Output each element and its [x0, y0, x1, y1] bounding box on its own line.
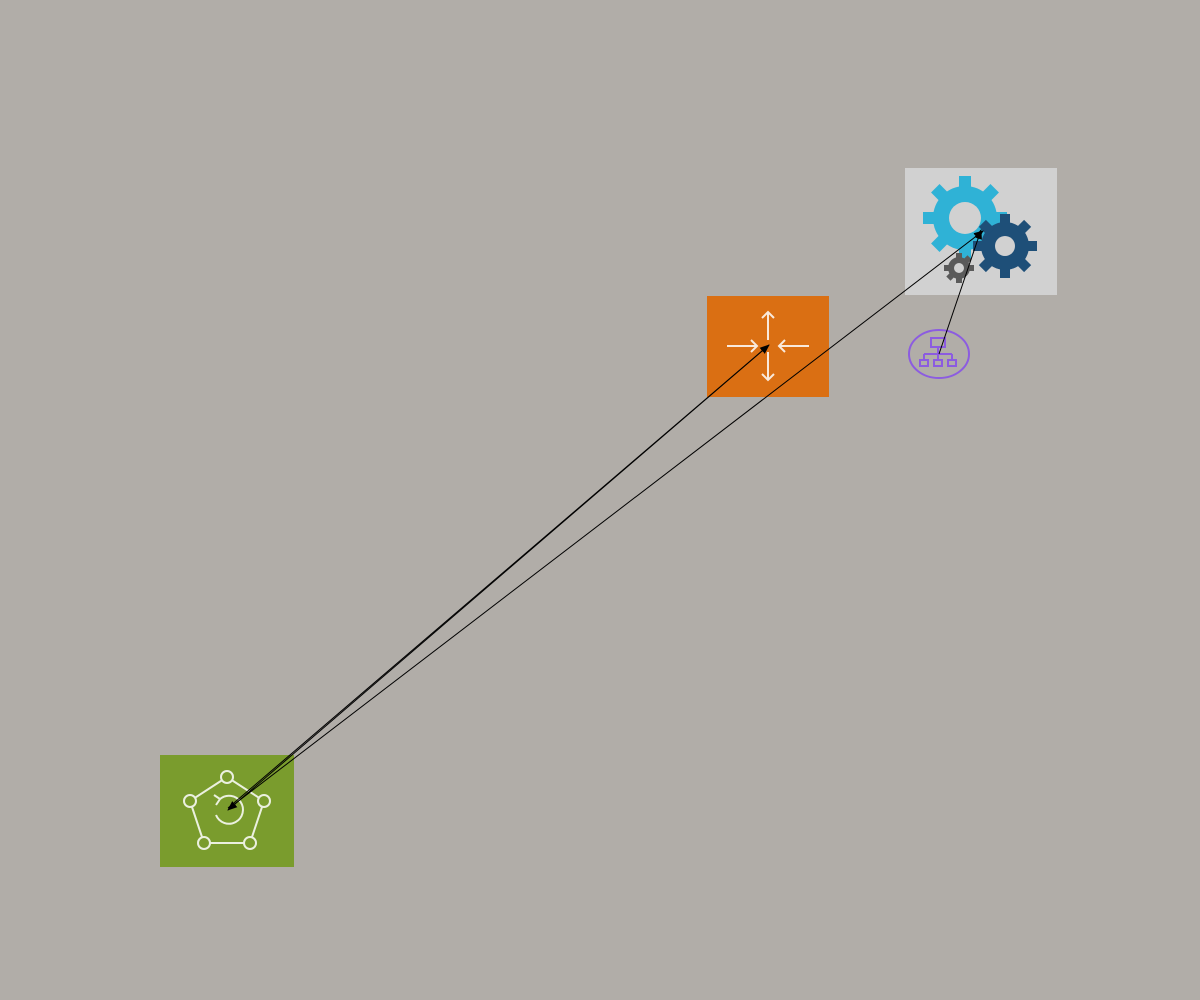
router-arrows-icon: [727, 310, 809, 382]
network-cycle-icon: [183, 770, 271, 850]
gears-icon: [923, 176, 1037, 283]
hierarchy-icon: [908, 329, 970, 379]
gears-node[interactable]: [905, 168, 1057, 295]
edge-orange-to-green: [227, 344, 770, 811]
network-cycle-node[interactable]: [160, 755, 294, 867]
edge-green-to-gears: [231, 230, 984, 807]
edge-green-to-orange: [227, 344, 770, 809]
router-node[interactable]: [707, 296, 829, 397]
hierarchy-node[interactable]: [907, 328, 971, 380]
